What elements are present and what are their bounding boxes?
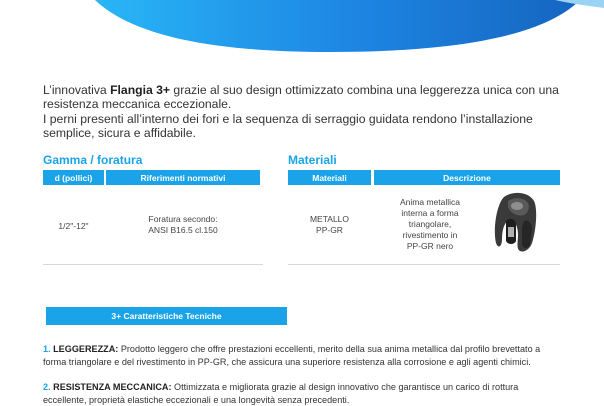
materiali-desc-cell: Anima metallica interna a forma triangol… <box>400 197 460 251</box>
materiali-title: Materiali <box>288 153 337 167</box>
header-wave <box>95 0 604 52</box>
gamma-bottom-rule <box>43 264 263 265</box>
materiali-col-material: Materiali <box>288 170 371 185</box>
materiali-material-cell: METALLO PP-GR <box>309 214 350 235</box>
characteristic-item-2: 2. RESISTENZA MECCANICA: Ottimizzata e m… <box>43 382 519 405</box>
characteristic-item-1: 1. LEGGEREZZA: Prodotto leggero che offr… <box>43 344 541 367</box>
intro-text: L’innovativa Flangia 3+ grazie al suo de… <box>43 83 563 141</box>
gamma-col-ref: Riferimenti normativi <box>106 170 260 185</box>
gamma-title: Gamma / foratura <box>43 153 143 167</box>
intro-paragraph-1: L’innovativa Flangia 3+ grazie al suo de… <box>43 83 559 111</box>
gamma-size-cell: 1/2"-12" <box>58 221 89 231</box>
gamma-col-size: d (pollici) <box>43 170 104 185</box>
characteristics-header: 3+ Caratteristiche Tecniche <box>46 307 287 325</box>
flange-product-image <box>494 192 537 252</box>
brand-name: Flangia 3+ <box>110 83 171 97</box>
materiali-bottom-rule <box>288 264 560 265</box>
gamma-ref-cell: Foratura secondo: ANSI B16.5 cl.150 <box>148 214 218 235</box>
materiali-col-desc: Descrizione <box>374 170 560 185</box>
intro-paragraph-2: I perni presenti all’interno dei fori e … <box>43 112 533 140</box>
